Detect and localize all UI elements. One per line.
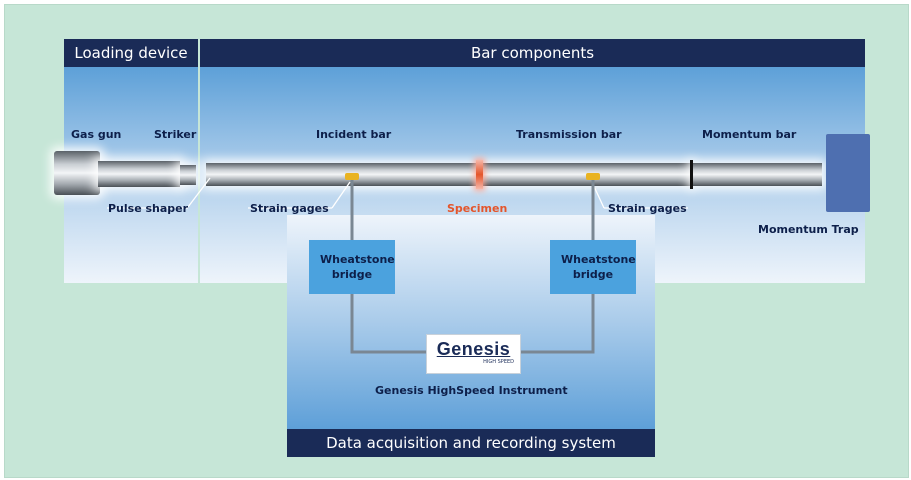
loading-device-header: Loading device <box>64 39 198 67</box>
momentum-trap <box>826 134 870 212</box>
wheatstone-left-label: Wheatstone bridge <box>320 253 395 281</box>
incident-bar-label: Incident bar <box>316 128 392 141</box>
genesis-logo-tagline: HIGH SPEED <box>483 359 514 365</box>
wheatstone-right-label: Wheatstone bridge <box>561 253 636 281</box>
specimen-label: Specimen <box>447 202 508 215</box>
instrument-label: Genesis HighSpeed Instrument <box>375 384 568 397</box>
gas-gun <box>54 151 100 195</box>
gas-gun-barrel <box>98 161 180 187</box>
striker <box>180 165 196 185</box>
incident-bar <box>206 163 476 186</box>
wheatstone-bridge-left: Wheatstone bridge <box>309 240 395 294</box>
strain-gages-right-label: Strain gages <box>608 202 687 215</box>
strain-gage-right <box>586 173 600 180</box>
momentum-bar <box>692 163 822 186</box>
pulse-shaper-label: Pulse shaper <box>108 202 189 215</box>
wheatstone-bridge-right: Wheatstone bridge <box>550 240 636 294</box>
striker-label: Striker <box>154 128 197 141</box>
daq-header: Data acquisition and recording system <box>287 429 655 457</box>
strain-gages-left-label: Strain gages <box>250 202 329 215</box>
momentum-bar-label: Momentum bar <box>702 128 797 141</box>
gas-gun-label: Gas gun <box>71 128 122 141</box>
bar-components-header: Bar components <box>200 39 865 67</box>
specimen-mark <box>476 160 483 189</box>
genesis-logo: Genesis HIGH SPEED <box>426 334 521 374</box>
transmission-bar-label: Transmission bar <box>516 128 622 141</box>
strain-gage-left <box>345 173 359 180</box>
genesis-logo-name: Genesis <box>436 339 511 359</box>
bar-joint <box>690 160 693 189</box>
momentum-trap-label: Momentum Trap <box>758 223 859 236</box>
